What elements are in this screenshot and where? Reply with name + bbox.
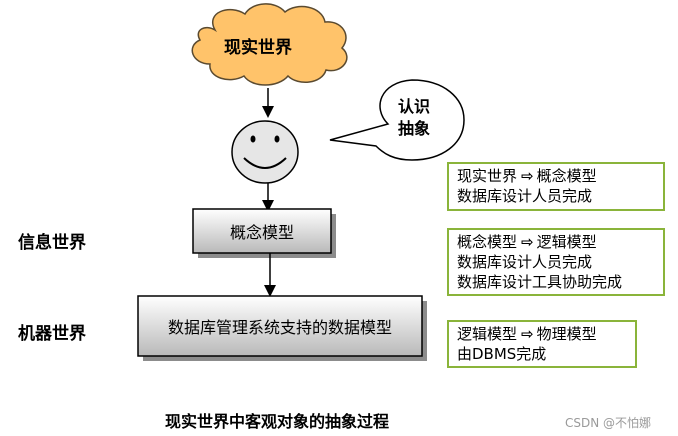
note-2-line-1: 数据库设计人员完成 <box>457 253 593 271</box>
note-concept-to-logical: 概念模型 ⇨ 逻辑模型 数据库设计人员完成 数据库设计工具协助完成 <box>447 228 665 296</box>
note-3-transition: 逻辑模型 ⇨ 物理模型 <box>457 324 627 344</box>
note-2-transition: 概念模型 ⇨ 逻辑模型 <box>457 232 655 252</box>
diagram-caption: 现实世界中客观对象的抽象过程 <box>165 412 390 431</box>
hollow-arrow-icon: ⇨ <box>521 325 534 343</box>
note-3-line-1: 由DBMS完成 <box>457 345 547 363</box>
dbms-box: 数据库管理系统支持的数据模型 <box>167 318 392 337</box>
note-2-line-2: 数据库设计工具协助完成 <box>457 273 623 291</box>
note-2-to: 逻辑模型 <box>536 233 597 251</box>
machine-world-label: 机器世界 <box>18 324 86 344</box>
info-world-label: 信息世界 <box>18 233 86 253</box>
cloud-shape <box>191 3 348 86</box>
note-1-transition: 现实世界 ⇨ 概念模型 <box>457 166 655 186</box>
watermark: CSDN @不怕娜 <box>565 416 652 430</box>
cloud-label: 现实世界 <box>224 38 292 58</box>
dbms-box-shape <box>137 295 423 357</box>
note-logical-to-physical: 逻辑模型 ⇨ 物理模型 由DBMS完成 <box>447 320 637 368</box>
note-1-to: 概念模型 <box>536 167 597 185</box>
note-1-from: 现实世界 <box>457 167 518 185</box>
note-3-from: 逻辑模型 <box>457 325 518 343</box>
hollow-arrow-icon: ⇨ <box>521 233 534 251</box>
speech-bubble-shape <box>329 79 465 161</box>
face-eye-right <box>274 135 280 143</box>
hollow-arrow-icon: ⇨ <box>521 167 534 185</box>
bubble-line-2: 抽象 <box>398 119 431 138</box>
note-2-from: 概念模型 <box>457 233 518 251</box>
face-smile <box>243 157 287 169</box>
face-shape <box>231 120 299 184</box>
concept-box: 概念模型 <box>229 223 294 242</box>
concept-box-shape <box>192 208 332 254</box>
note-real-to-concept: 现实世界 ⇨ 概念模型 数据库设计人员完成 <box>447 162 665 211</box>
bubble-line-1: 认识 <box>398 97 431 116</box>
speech-bubble-label: 认识 抽象 <box>398 96 430 140</box>
note-1-line-1: 数据库设计人员完成 <box>457 187 593 205</box>
note-3-to: 物理模型 <box>536 325 597 343</box>
face-eye-left <box>250 135 256 143</box>
